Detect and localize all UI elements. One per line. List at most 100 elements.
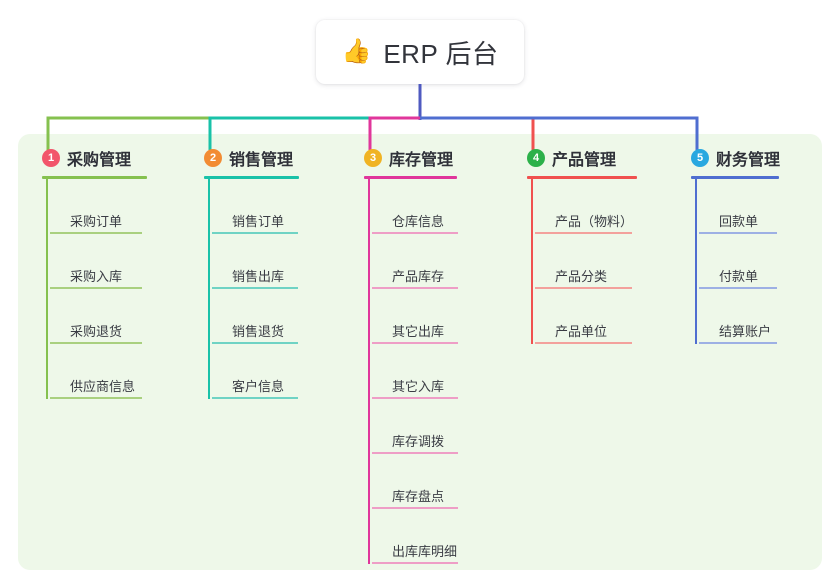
- column-3: 3 库存管理仓库信息产品库存其它出库其它入库库存调拨库存盘点出库库明细: [364, 146, 458, 564]
- list-item-label: 其它入库: [392, 379, 445, 394]
- list-item[interactable]: 其它入库: [368, 344, 458, 399]
- list-item-rule: [212, 342, 298, 344]
- column-items: 仓库信息产品库存其它出库其它入库库存调拨库存盘点出库库明细: [364, 179, 458, 564]
- list-item-label: 仓库信息: [392, 214, 445, 229]
- list-item-rule: [212, 287, 298, 289]
- column-header-rule: [204, 176, 299, 179]
- list-item-rule: [535, 287, 632, 289]
- list-item[interactable]: 销售退货: [208, 289, 299, 344]
- column-header-5[interactable]: 5 财务管理: [691, 146, 780, 170]
- column-spine: [695, 179, 697, 344]
- list-item-label: 结算账户: [719, 324, 772, 339]
- list-item-label: 付款单: [719, 269, 759, 284]
- root-node[interactable]: 👍 ERP 后台: [316, 20, 524, 84]
- column-header-1[interactable]: 1 采购管理: [42, 146, 147, 170]
- column-title: 采购管理: [67, 152, 132, 169]
- column-badge: 3: [364, 149, 382, 167]
- list-item[interactable]: 产品分类: [531, 234, 637, 289]
- list-item-label: 采购入库: [70, 269, 123, 284]
- list-item[interactable]: 其它出库: [368, 289, 458, 344]
- list-item-label: 产品（物料）: [555, 214, 634, 229]
- list-item-rule: [212, 397, 298, 399]
- list-item-rule: [50, 397, 142, 399]
- column-2: 2 销售管理销售订单销售出库销售退货客户信息: [204, 146, 299, 399]
- column-title: 财务管理: [716, 152, 781, 169]
- list-item[interactable]: 客户信息: [208, 344, 299, 399]
- column-4: 4 产品管理产品（物料） 产品分类产品单位: [527, 146, 637, 344]
- list-item-rule: [699, 342, 777, 344]
- list-item-label: 供应商信息: [70, 379, 136, 394]
- list-item-label: 产品分类: [555, 269, 608, 284]
- list-item-rule: [50, 287, 142, 289]
- list-item-rule: [535, 232, 632, 234]
- list-item-rule: [372, 232, 458, 234]
- list-item[interactable]: 采购订单: [46, 179, 147, 234]
- list-item[interactable]: 销售订单: [208, 179, 299, 234]
- list-item-rule: [699, 287, 777, 289]
- list-item-label: 采购退货: [70, 324, 123, 339]
- list-item-rule: [535, 342, 632, 344]
- list-item[interactable]: 产品单位: [531, 289, 637, 344]
- column-spine: [46, 179, 48, 399]
- column-items: 产品（物料） 产品分类产品单位: [527, 179, 637, 344]
- column-5: 5 财务管理回款单付款单结算账户: [691, 146, 780, 344]
- column-title: 库存管理: [389, 152, 454, 169]
- list-item-rule: [50, 342, 142, 344]
- list-item[interactable]: 库存调拨: [368, 399, 458, 454]
- column-1: 1 采购管理采购订单采购入库采购退货供应商信息: [42, 146, 147, 399]
- column-spine: [208, 179, 210, 399]
- column-header-rule: [364, 176, 457, 179]
- list-item-label: 库存调拨: [392, 434, 445, 449]
- column-spine: [531, 179, 533, 344]
- column-title: 销售管理: [229, 152, 294, 169]
- column-badge: 1: [42, 149, 60, 167]
- list-item[interactable]: 仓库信息: [368, 179, 458, 234]
- column-items: 采购订单采购入库采购退货供应商信息: [42, 179, 147, 399]
- list-item[interactable]: 库存盘点: [368, 454, 458, 509]
- list-item-rule: [372, 507, 458, 509]
- column-items: 回款单付款单结算账户: [691, 179, 780, 344]
- list-item-label: 采购订单: [70, 214, 123, 229]
- list-item[interactable]: 产品（物料）: [531, 179, 637, 234]
- list-item-rule: [699, 232, 777, 234]
- column-badge: 2: [204, 149, 222, 167]
- list-item-label: 库存盘点: [392, 489, 445, 504]
- list-item-label: 回款单: [719, 214, 759, 229]
- column-spine: [368, 179, 370, 564]
- column-header-rule: [527, 176, 637, 179]
- list-item[interactable]: 付款单: [695, 234, 780, 289]
- column-header-rule: [691, 176, 779, 179]
- list-item-label: 产品单位: [555, 324, 608, 339]
- column-items: 销售订单销售出库销售退货客户信息: [204, 179, 299, 399]
- column-header-rule: [42, 176, 147, 179]
- list-item-label: 产品库存: [392, 269, 445, 284]
- list-item-label: 销售订单: [232, 214, 285, 229]
- list-item[interactable]: 产品库存: [368, 234, 458, 289]
- root-title: ERP 后台: [383, 38, 499, 69]
- list-item-rule: [212, 232, 298, 234]
- list-item[interactable]: 出库库明细: [368, 509, 458, 564]
- list-item-label: 客户信息: [232, 379, 285, 394]
- column-title: 产品管理: [552, 152, 617, 169]
- list-item[interactable]: 销售出库: [208, 234, 299, 289]
- list-item-rule: [372, 562, 458, 564]
- list-item-rule: [50, 232, 142, 234]
- column-header-3[interactable]: 3 库存管理: [364, 146, 457, 170]
- list-item[interactable]: 供应商信息: [46, 344, 147, 399]
- column-header-2[interactable]: 2 销售管理: [204, 146, 299, 170]
- list-item-rule: [372, 287, 458, 289]
- thumbs-up-icon: 👍: [341, 38, 372, 65]
- list-item-rule: [372, 342, 458, 344]
- list-item[interactable]: 回款单: [695, 179, 780, 234]
- list-item-label: 出库库明细: [392, 544, 458, 559]
- column-header-4[interactable]: 4 产品管理: [527, 146, 637, 170]
- list-item[interactable]: 采购入库: [46, 234, 147, 289]
- list-item-rule: [372, 452, 458, 454]
- list-item[interactable]: 采购退货: [46, 289, 147, 344]
- column-badge: 5: [691, 149, 709, 167]
- list-item[interactable]: 结算账户: [695, 289, 780, 344]
- column-badge: 4: [527, 149, 545, 167]
- list-item-label: 销售退货: [232, 324, 285, 339]
- list-item-rule: [372, 397, 458, 399]
